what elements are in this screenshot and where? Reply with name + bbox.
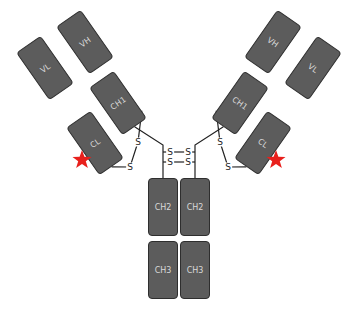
domain-box: CH3 [148,241,178,299]
sulfur-label: S [166,148,174,157]
domain-name: VL [306,61,319,74]
domain-name: CH1 [231,95,250,112]
domain-name: CH2 [187,203,204,212]
domain-name: CH1 [109,95,128,112]
domain-name: CL [256,136,269,149]
domain-box: VL [16,36,74,101]
domain-box: VH [56,10,114,75]
sulfur-label: S [216,138,224,147]
sulfur-label: S [184,148,192,157]
domain-box: CH2 [148,178,178,236]
sulfur-label: S [166,158,174,167]
domain-box: VL [284,36,342,101]
domain-box: CH2 [180,178,210,236]
domain-box: CH3 [180,241,210,299]
domain-name: VL [38,61,51,74]
domain-name: VH [78,35,93,49]
domain-name: CH3 [187,266,204,275]
domain-name: VH [266,35,281,49]
sulfur-label: S [184,158,192,167]
domain-name: CH2 [155,203,172,212]
domain-box: VH [244,10,302,75]
domain-name: CH3 [155,266,172,275]
sulfur-label: S [126,163,134,172]
domain-name: CL [88,136,101,149]
sulfur-label: S [224,163,232,172]
sulfur-label: S [134,138,142,147]
